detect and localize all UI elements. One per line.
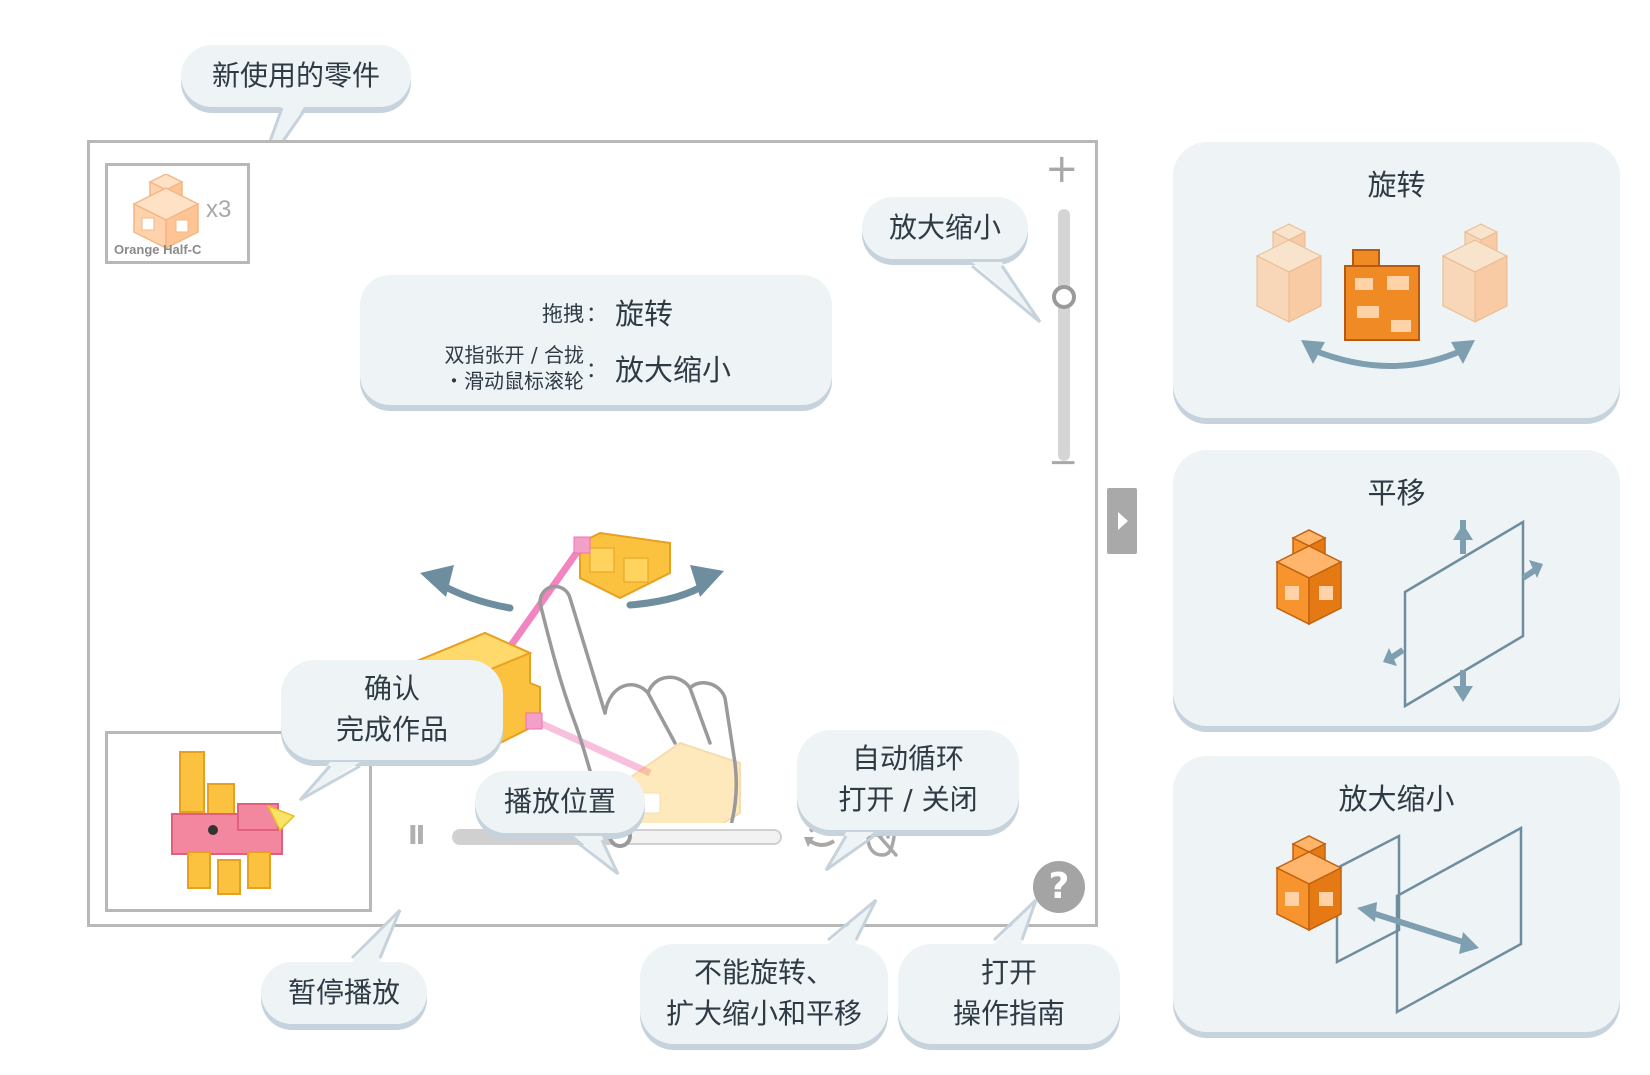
callout-auto-loop: 自动循环 打开 / 关闭 <box>797 730 1019 830</box>
zoom-out-button[interactable]: − <box>1048 442 1079 483</box>
callout-confirm: 确认 完成作品 <box>281 660 503 760</box>
zoom-slider-knob[interactable] <box>1052 285 1076 310</box>
panel-zoom: 放大缩小 <box>1173 756 1620 1032</box>
part-name: Orange Half-C <box>114 242 202 257</box>
callout-play-position: 播放位置 <box>475 771 645 833</box>
callout-pause: 暂停播放 <box>261 962 427 1024</box>
callout-lock-line1: 不能旋转、 <box>693 956 834 990</box>
hint-separator: ： <box>586 302 607 326</box>
panel-rotate-title: 旋转 <box>1367 168 1426 202</box>
panel-zoom-title: 放大缩小 <box>1338 782 1455 816</box>
hint-pinch-label: 双指张开 / 合拢 <box>444 343 584 367</box>
callout-auto-loop-line1: 自动循环 <box>851 742 964 776</box>
callout-play-position-text: 播放位置 <box>503 784 616 818</box>
callout-help-line1: 打开 <box>980 956 1037 990</box>
callout-new-parts: 新使用的零件 <box>181 45 411 107</box>
finished-dog-model-icon <box>171 751 296 895</box>
rotate-illustration <box>1255 223 1509 369</box>
callout-help-line2: 操作指南 <box>952 997 1065 1030</box>
chevron-right-icon <box>1118 512 1128 530</box>
hint-zoom-action: 放大缩小 <box>615 353 732 387</box>
rotate-arrow-left <box>434 579 514 612</box>
pause-button[interactable]: II <box>408 821 425 851</box>
callout-confirm-line1: 确认 <box>363 672 420 706</box>
help-button[interactable]: ? <box>1033 861 1085 913</box>
panel-pan: 平移 <box>1173 450 1620 726</box>
finished-model-preview[interactable] <box>105 731 372 912</box>
panel-rotate: 旋转 <box>1173 142 1620 418</box>
zoom-illustration <box>1275 826 1523 1015</box>
callout-help: 打开 操作指南 <box>898 944 1120 1044</box>
zoom-in-button[interactable]: + <box>1045 146 1079 192</box>
new-part-thumbnail: x3 Orange Half-C <box>105 163 250 264</box>
hint-rotate-action: 旋转 <box>615 297 674 331</box>
hint-separator-2: ： <box>586 358 607 382</box>
callout-zoom-text: 放大缩小 <box>888 210 1001 244</box>
callout-lock: 不能旋转、 扩大缩小和平移 <box>640 944 888 1044</box>
callout-zoom: 放大缩小 <box>862 197 1028 259</box>
orange-half-c-icon <box>132 174 200 250</box>
panel-pan-title: 平移 <box>1367 476 1426 510</box>
yellow-block-top <box>573 531 671 600</box>
callout-confirm-line2: 完成作品 <box>335 713 448 746</box>
callout-new-parts-text: 新使用的零件 <box>211 58 380 92</box>
pan-illustration <box>1275 520 1543 709</box>
zoom-slider-track[interactable] <box>1058 209 1070 461</box>
part-count: x3 <box>206 196 232 223</box>
callout-lock-line2: 扩大缩小和平移 <box>665 997 862 1030</box>
callout-pause-text: 暂停播放 <box>287 975 400 1009</box>
side-panel-toggle[interactable] <box>1107 488 1137 554</box>
callout-auto-loop-line2: 打开 / 关闭 <box>838 783 978 816</box>
hint-wheel-label: ・滑动鼠标滚轮 <box>444 369 584 393</box>
hand-gesture-icon <box>538 584 739 823</box>
gesture-hint-panel: 拖拽 ： 旋转 双指张开 / 合拢 ・滑动鼠标滚轮 ： 放大缩小 <box>360 275 832 405</box>
hint-drag-label: 拖拽 <box>542 302 584 326</box>
